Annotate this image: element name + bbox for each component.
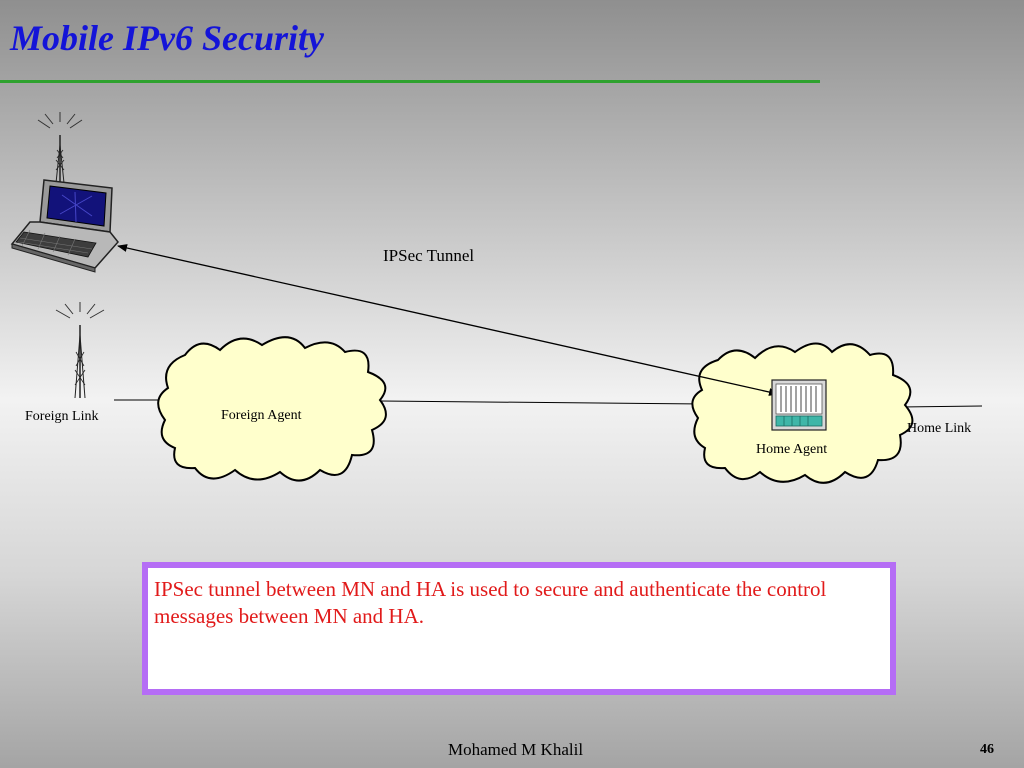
home-agent-router-icon — [771, 379, 827, 431]
foreign-link-label: Foreign Link — [25, 409, 99, 424]
mobile-node-laptop-icon — [10, 179, 119, 273]
inter-network-line — [379, 400, 706, 405]
home-link-line — [899, 405, 983, 408]
slide-title: Mobile IPv6 Security — [10, 18, 324, 58]
title-divider — [0, 80, 820, 83]
home-agent-label: Home Agent — [756, 442, 828, 457]
info-text: IPSec tunnel between MN and HA is used t… — [154, 577, 827, 628]
foreign-link-antenna-icon — [55, 302, 105, 399]
ipsec-tunnel-arrow — [117, 244, 779, 396]
page-number: 46 — [980, 742, 994, 757]
home-link-label: Home Link — [907, 421, 972, 436]
info-box: IPSec tunnel between MN and HA is used t… — [142, 562, 896, 695]
foreign-agent-label: Foreign Agent — [221, 408, 302, 423]
ipsec-tunnel-label: IPSec Tunnel — [383, 246, 475, 265]
mobile-node-antenna-icon — [37, 112, 83, 184]
footer-author: Mohamed M Khalil — [448, 740, 584, 759]
